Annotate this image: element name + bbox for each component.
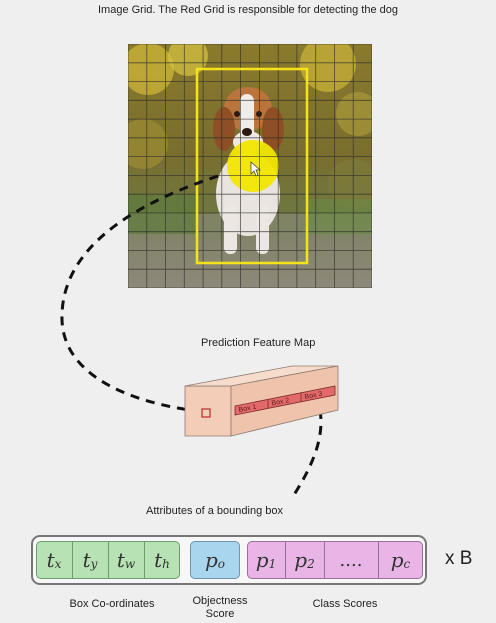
ellipsis-cell: .... [339,549,363,571]
cursor-icon [250,161,261,177]
box-3-label: Box 3 [304,391,323,401]
attributes-label: Attributes of a bounding box [146,505,283,517]
prediction-feature-map: Box 1 Box 2 Box 3 [184,365,339,437]
dog-photo-illustration [118,36,380,289]
class-scores-label: Class Scores [312,598,378,610]
multiplier-label: x B [445,548,473,569]
class-scores-group [247,541,423,579]
anchor-box-strip [234,385,336,416]
box-2-label: Box 2 [271,397,290,407]
feature-to-attributes-curve [290,409,323,499]
box-1-label: Box 1 [238,404,257,414]
objectness-label-line1: Objectness [192,595,248,607]
feature-map-label: Prediction Feature Map [201,337,316,349]
grid-to-feature-curve [60,174,219,414]
dog-image-grid [118,36,380,289]
objectness-score-label: Objectness Score [180,595,260,621]
box-coordinates-label: Box Co-ordinates [69,598,155,610]
grid-cell-marker [201,408,211,418]
figure-title: Image Grid. The Red Grid is responsible … [97,4,398,16]
bounding-box [195,67,309,265]
objectness-label-line2: Score [205,608,235,620]
